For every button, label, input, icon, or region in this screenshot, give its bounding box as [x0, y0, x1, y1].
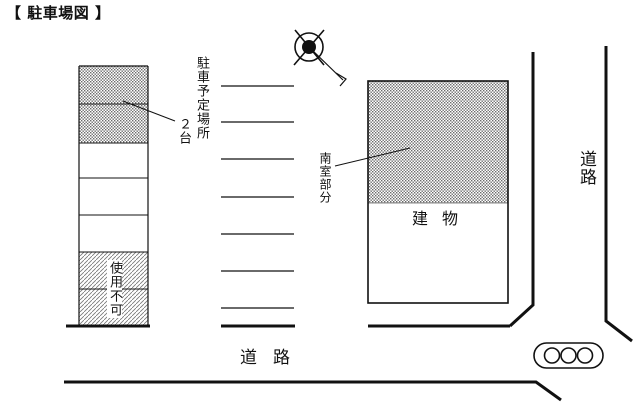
road-bottom-label: 道路 — [240, 348, 306, 368]
south-room-area — [368, 81, 508, 203]
unusable-label: 使用不可 — [107, 260, 122, 318]
reserved-parking-label: 駐車予定場所 — [194, 56, 209, 140]
road-right-outer-edge — [604, 46, 633, 343]
road-right-label: 道路 — [576, 150, 596, 186]
building-outline — [367, 80, 509, 304]
reserved-count-label: ２台 — [176, 117, 191, 145]
south-room-label: 南室部分 — [318, 152, 332, 204]
road-right-inner-edge — [508, 52, 535, 328]
reserved-leader-line — [122, 100, 176, 122]
three-circle-symbol-icon — [533, 342, 604, 369]
middle-parking-lines — [221, 85, 295, 328]
north-arrow-compass-icon — [293, 29, 347, 87]
building-label: 建物 — [412, 209, 473, 228]
road-bottom-edge — [64, 380, 562, 402]
building — [367, 80, 509, 304]
diagram-title: 【 駐車場図 】 — [6, 4, 111, 22]
south-room-leader-line — [334, 147, 411, 167]
